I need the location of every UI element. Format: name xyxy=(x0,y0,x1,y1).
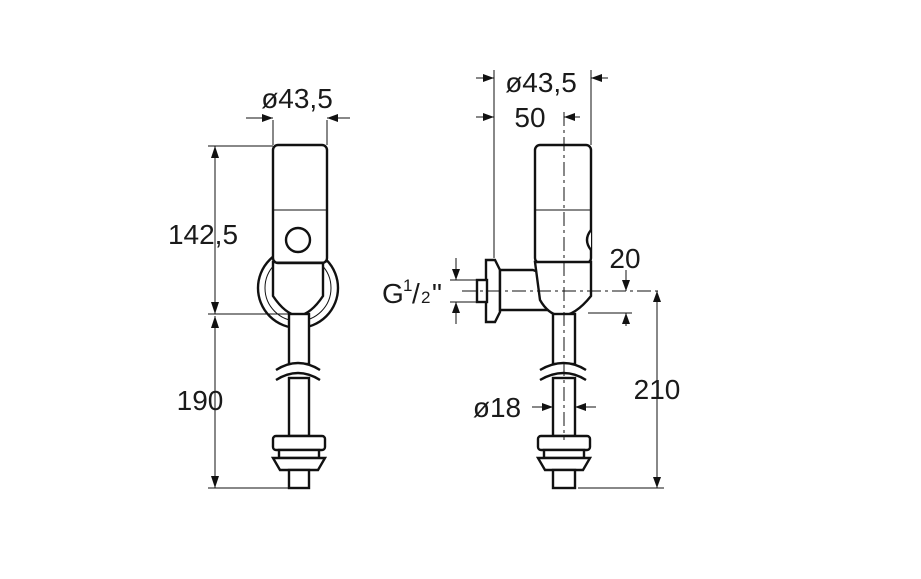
side-depth-label: 50 xyxy=(514,102,545,133)
side-fitting-collar xyxy=(535,456,593,472)
side-push-button xyxy=(585,229,592,251)
side-pipe-diameter-label: ø18 xyxy=(473,392,521,423)
front-pipe-break xyxy=(275,361,321,382)
front-pipe-upper xyxy=(287,312,311,366)
front-fitting-nut xyxy=(271,434,327,452)
thread-numerator: 1 xyxy=(403,276,412,295)
front-fitting-collar xyxy=(270,456,328,472)
thread-label: G xyxy=(382,278,404,309)
front-diameter-label: ø43,5 xyxy=(261,83,333,114)
thread-slash: / xyxy=(412,278,420,309)
side-view: ø43,5 50 20 G 1 / 2 " ø18 xyxy=(382,67,681,490)
front-pipe-lower xyxy=(287,376,311,438)
side-pipe-outlet xyxy=(551,468,577,490)
front-height-upper-label: 142,5 xyxy=(168,219,238,250)
front-valve-body xyxy=(271,143,329,265)
front-push-button xyxy=(284,226,312,254)
front-view: ø43,5 142,5 190 xyxy=(168,83,350,490)
side-diameter-label: ø43,5 xyxy=(505,67,577,98)
front-pipe-outlet xyxy=(287,468,311,490)
side-valve-body xyxy=(533,143,593,265)
side-offset-label: 20 xyxy=(609,243,640,274)
thread-prefix: G xyxy=(382,278,404,309)
thread-denominator: 2 xyxy=(421,288,430,307)
front-height-lower-label: 190 xyxy=(177,385,224,416)
thread-suffix: " xyxy=(432,278,442,309)
side-height-label: 210 xyxy=(634,374,681,405)
